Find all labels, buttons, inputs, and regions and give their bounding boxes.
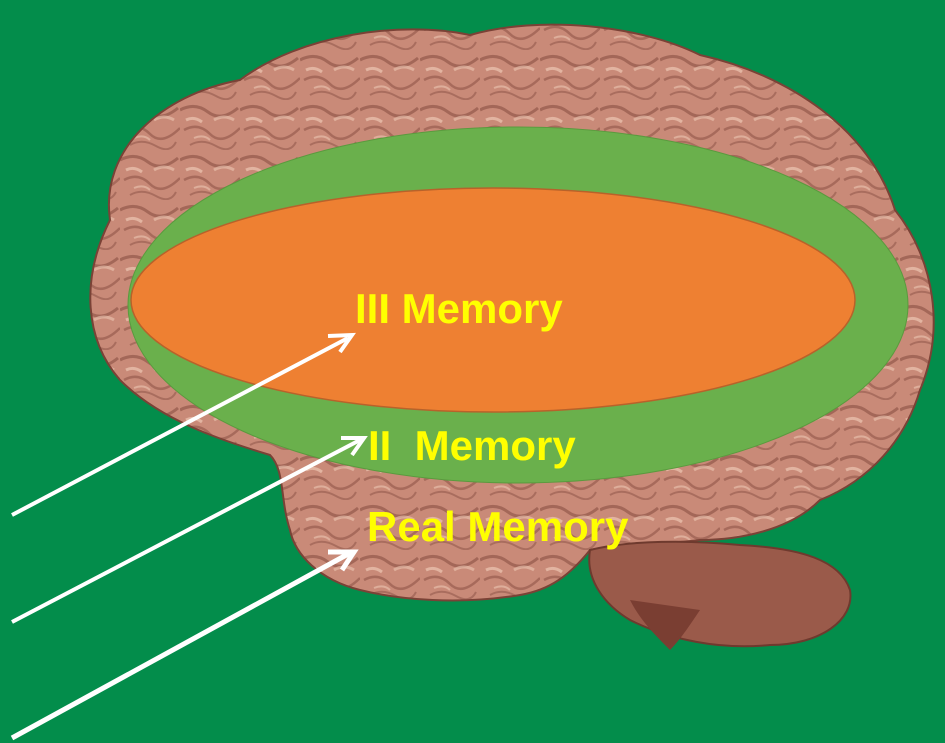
brain-cerebellum [589, 542, 850, 647]
arrow-to-real-memory [12, 552, 354, 738]
real-memory-label: Real Memory [367, 503, 629, 550]
second-memory-label: II Memory [368, 422, 576, 469]
third-memory-label: III Memory [355, 285, 563, 332]
